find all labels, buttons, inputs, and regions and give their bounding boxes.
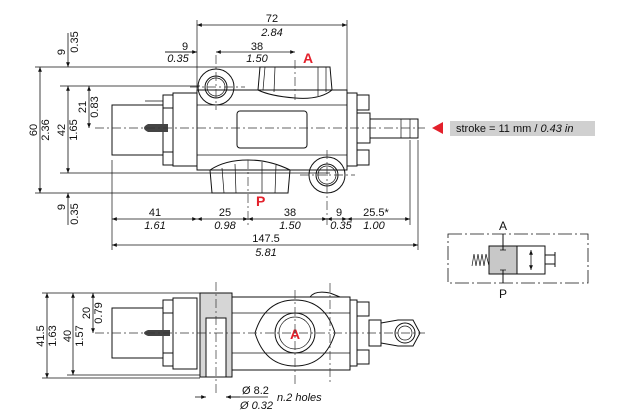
dim-147-5: 147.5 [252,233,280,245]
dim-20-in: 0.79 [93,302,105,323]
dim-38-bottom-in: 1.50 [279,220,301,232]
dim-38-top: 38 [251,41,263,53]
dim-38-bottom: 38 [284,207,296,219]
stroke-label: stroke = 11 mm / 0.43 in [432,121,595,136]
dim-21-in: 0.83 [89,96,101,117]
top-view: A P 72 2.84 9 0.35 38 1.50 41 1.61 25 0.… [28,13,425,259]
bottom-port-a-label: A [290,326,300,342]
dim-9-lower: 9 [56,204,68,210]
dim-40-in: 1.57 [74,325,86,346]
bottom-view: A 41.5 1.63 40 1.57 20 0.79 Ø 8.2 Ø 0.32… [35,282,425,412]
body-window [236,110,308,149]
symbol-port-p: P [499,287,507,301]
dim-25-5-in: 1.00 [363,220,385,232]
port-p-label: P [256,193,265,209]
dim-9-upper: 9 [56,49,68,55]
pin-icon [144,124,168,132]
spool-stem [369,118,419,139]
dim-41: 41 [149,207,161,219]
dim-60: 60 [28,124,40,136]
stroke-text: stroke = 11 mm / [456,123,540,135]
dim-72: 72 [266,13,278,25]
left-flange [172,92,198,167]
dim-41-5: 41.5 [35,325,47,346]
dim-41-in: 1.61 [144,220,165,232]
dim-9-right: 9 [336,207,342,219]
stroke-marker-icon [432,122,443,134]
dim-42: 42 [56,124,68,136]
stroke-inches: 0.43 in [540,123,573,135]
dim-42-in: 1.65 [68,119,80,140]
port-a-label: A [303,50,313,66]
dim-9-upper-in: 0.35 [69,31,81,52]
dim-40: 40 [62,330,74,342]
holes-note: n.2 holes [277,392,322,404]
dim-25-5: 25.5* [363,207,389,219]
dim-60-in: 2.36 [40,119,52,140]
dim-72-in: 2.84 [260,27,282,39]
dim-147-5-in: 5.81 [255,247,276,259]
port-p-boss [209,159,291,194]
valve-body [196,89,348,171]
clevis-eye [394,322,416,344]
symbol-port-a: A [499,219,507,233]
dim-20: 20 [81,307,93,319]
dim-9-top-in: 0.35 [167,53,189,65]
dim-9-lower-in: 0.35 [69,203,81,224]
hole-diameter-mm: Ø 8.2 [242,385,269,397]
dim-25: 25 [219,207,231,219]
dim-21: 21 [77,101,89,113]
dim-9-top: 9 [182,41,188,53]
port-a-boss [257,66,333,99]
dim-38-top-in: 1.50 [246,53,268,65]
hole-diameter-in: Ø 0.32 [239,400,273,412]
spring-icon [471,253,490,267]
hydraulic-symbol: A P [447,219,589,301]
dim-9-right-in: 0.35 [330,220,352,232]
dim-41-5-in: 1.63 [47,325,59,346]
dim-25-in: 0.98 [214,220,236,232]
svg-text:stroke = 11 mm / 0.43 in: stroke = 11 mm / 0.43 in [456,123,574,135]
